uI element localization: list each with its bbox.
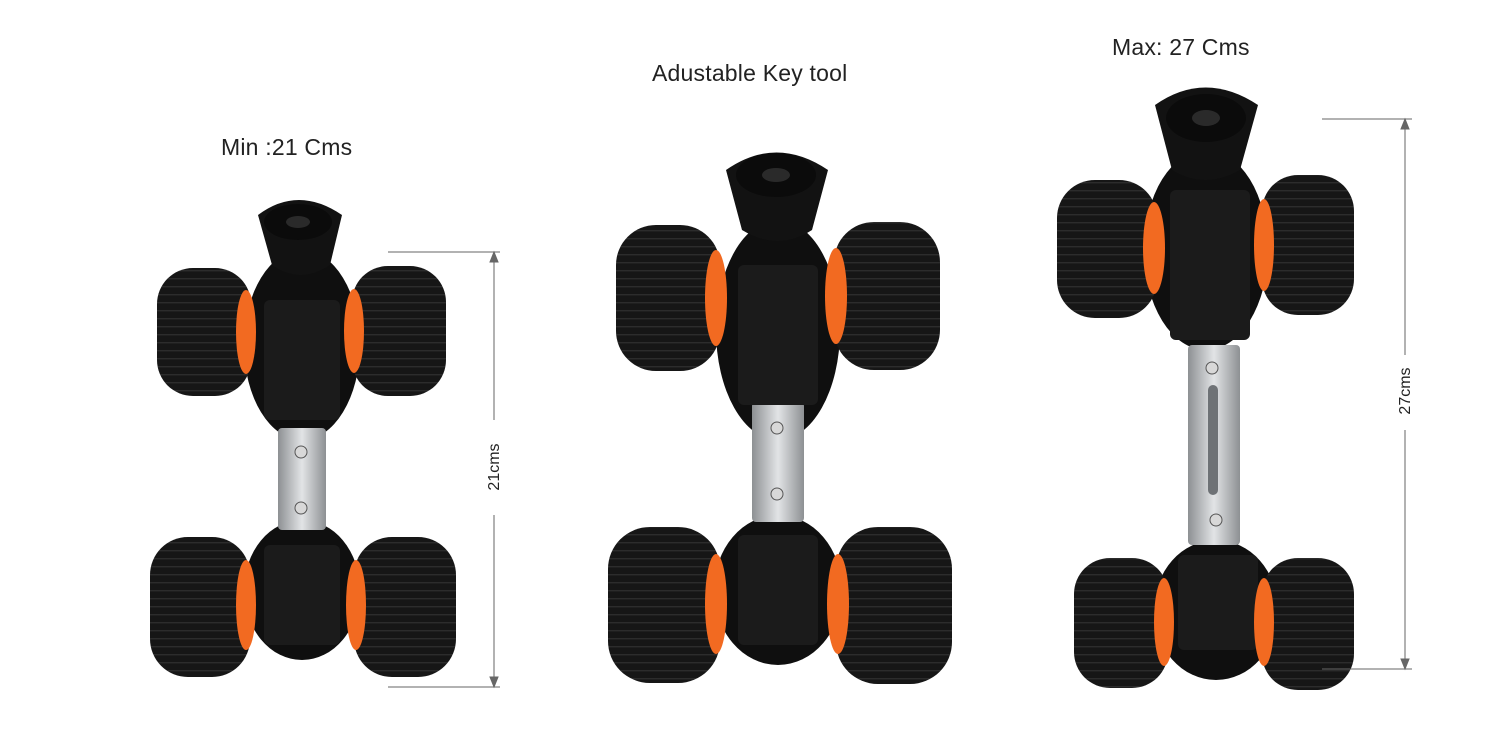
- wheel-rim: [236, 290, 256, 374]
- max-dimension-label: 27cms: [1397, 367, 1414, 415]
- wheel-rim: [705, 250, 727, 346]
- wheel: [616, 225, 720, 371]
- wheel-rim: [1254, 199, 1274, 291]
- extension-plate: [752, 402, 804, 522]
- wheel-rim: [705, 554, 727, 654]
- adjustable-key-tool-label: Adustable Key tool: [652, 60, 848, 86]
- wheel-rim: [346, 560, 366, 650]
- wheel-rim: [1143, 202, 1165, 294]
- skate-min: [150, 200, 456, 677]
- wheel-rim: [827, 554, 849, 654]
- dimension-line-max: [1322, 117, 1412, 671]
- wheel-rim: [236, 560, 256, 650]
- wheel: [352, 266, 446, 396]
- wheel: [354, 537, 456, 677]
- wheel: [836, 527, 952, 684]
- max-size-label: Max: 27 Cms: [1112, 34, 1250, 60]
- wheel: [1262, 175, 1354, 315]
- wheel: [157, 268, 251, 396]
- skate-max: [1057, 87, 1354, 690]
- extension-plate: [278, 428, 326, 530]
- wheel: [150, 537, 250, 677]
- wheel-rim: [1154, 578, 1174, 666]
- min-size-label: Min :21 Cms: [221, 134, 353, 160]
- dimension-line-min: [388, 250, 500, 689]
- wheel: [834, 222, 940, 370]
- min-dimension-label: 21cms: [486, 443, 503, 491]
- wheel-rim: [344, 289, 364, 373]
- wheel: [1074, 558, 1168, 688]
- wheel-rim: [825, 248, 847, 344]
- skate-adjustable: [608, 152, 952, 684]
- wheel: [608, 527, 720, 683]
- wheel-rim: [1254, 578, 1274, 666]
- wheel: [1262, 558, 1354, 690]
- wheel: [1057, 180, 1157, 318]
